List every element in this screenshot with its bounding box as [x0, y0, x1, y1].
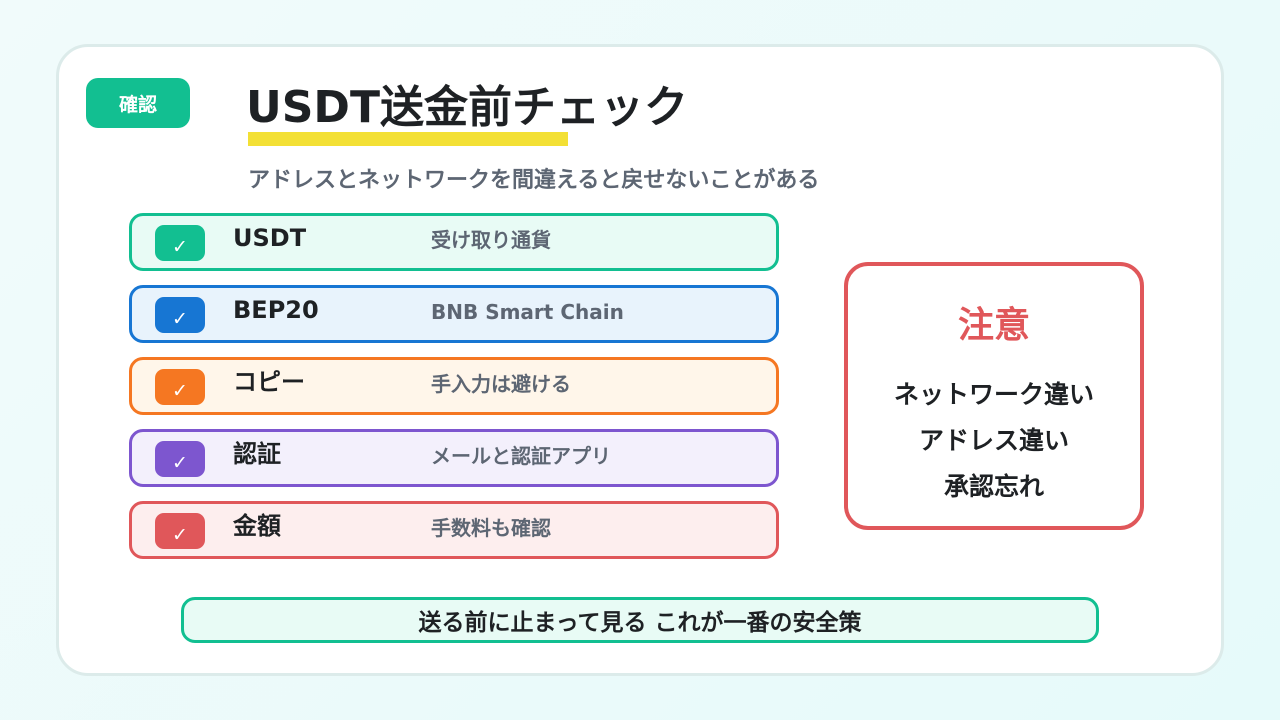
checklist-description: メールと認証アプリ [431, 444, 611, 468]
checklist-row-usdt: ✓ USDT 受け取り通貨 [129, 213, 779, 271]
checklist-row-amount: ✓ 金額 手数料も確認 [129, 501, 779, 559]
checklist-description: 受け取り通貨 [431, 228, 551, 252]
checkmark-icon: ✓ [155, 441, 205, 477]
confirm-tag: 確認 [86, 78, 190, 128]
warning-item: ネットワーク違い [893, 380, 1094, 409]
warning-box: 注意 ネットワーク違い アドレス違い 承認忘れ [844, 262, 1144, 530]
checklist-label: コピー [233, 368, 305, 396]
title-underline [248, 132, 568, 146]
checklist-label: USDT [233, 224, 307, 252]
checklist-label: BEP20 [233, 296, 319, 324]
checklist-description: 手入力は避ける [431, 372, 571, 396]
checklist-label: 認証 [233, 440, 281, 468]
warning-title: 注意 [957, 305, 1030, 346]
checklist-row-copy: ✓ コピー 手入力は避ける [129, 357, 779, 415]
checklist-description: BNB Smart Chain [431, 300, 624, 324]
checklist-row-bep20: ✓ BEP20 BNB Smart Chain [129, 285, 779, 343]
checkmark-icon: ✓ [155, 225, 205, 261]
checklist-row-auth: ✓ 認証 メールと認証アプリ [129, 429, 779, 487]
checklist-label: 金額 [233, 512, 281, 540]
checklist-description: 手数料も確認 [431, 516, 551, 540]
checkmark-icon: ✓ [155, 297, 205, 333]
page-title: USDT送金前チェック [246, 82, 688, 133]
page-subtitle: アドレスとネットワークを間違えると戻せないことがある [248, 168, 820, 193]
footer-banner: 送る前に止まって見る これが一番の安全策 [181, 597, 1099, 643]
checkmark-icon: ✓ [155, 369, 205, 405]
checkmark-icon: ✓ [155, 513, 205, 549]
warning-item: 承認忘れ [943, 472, 1044, 501]
warning-item: アドレス違い [918, 426, 1069, 455]
